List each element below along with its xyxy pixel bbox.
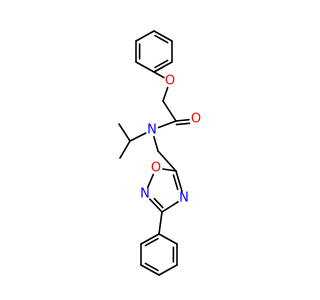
bond-carbonyl-c-carbonyl-o-second — [175, 122, 191, 126]
bond-ring1-c6-ring1-c1-inner — [154, 34, 169, 44]
atom-oxadiazole-n2: N — [140, 187, 150, 202]
bond-ring1-c1-ring1-c2 — [135, 30, 155, 42]
atom-label-oxadiazole-o1: O — [151, 161, 161, 176]
bond-isopropyl-ch-isopropyl-me1 — [119, 140, 131, 159]
bond-ring2-c3-ring2-c4 — [140, 264, 160, 276]
bond-oxadiazole-n2-oxadiazole-c3 — [149, 198, 163, 213]
bond-ring2-c1-ring2-c2-inner — [144, 237, 159, 247]
bond-amide-n-isopropyl-ch — [129, 132, 147, 142]
atom-oxadiazole-n4: N — [179, 191, 189, 206]
atom-label-amide-n: N — [147, 123, 157, 138]
bond-oxadiazole-n2-oxadiazole-c3-inner — [153, 197, 164, 209]
bond-ring2-c1-ring2-c2 — [140, 233, 160, 245]
bond-isopropyl-ch-isopropyl-me2 — [118, 123, 131, 142]
bond-ring1-c3-ring1-c4 — [135, 61, 155, 73]
bond-ring1-c4-ring1-c5 — [153, 61, 173, 73]
bond-ring2-c6-ring2-c1 — [158, 233, 178, 245]
bond-amide-n-linker-ch2 — [153, 135, 159, 152]
atom-label-carbonyl-o: O — [191, 112, 201, 127]
bond-carbonyl-c-amide-n — [157, 120, 177, 129]
bond-oxadiazole-c5-oxadiazole-o1 — [162, 168, 177, 172]
bond-ring1-c4-ether-o — [153, 71, 165, 79]
atom-amide-n: N — [147, 123, 157, 138]
bond-ether-o-ch2 — [162, 86, 169, 102]
atom-carbonyl-o: O — [191, 112, 201, 127]
bond-linker-ch2-oxadiazole-c5 — [157, 150, 177, 172]
bond-oxadiazole-n4-oxadiazole-c5 — [175, 170, 183, 193]
diagram-background — [0, 0, 300, 300]
bond-ch2-carbonyl-c — [162, 100, 177, 122]
bond-ring1-c6-ring1-c1 — [153, 30, 173, 42]
atom-ether-o: O — [165, 74, 175, 89]
bond-ring1-c4-ring1-c5-inner — [154, 59, 169, 69]
atom-oxadiazole-o1: O — [151, 161, 161, 176]
bond-oxadiazole-c3-oxadiazole-n4 — [161, 201, 179, 213]
atom-label-oxadiazole-n2: N — [140, 187, 150, 202]
bond-oxadiazole-o1-oxadiazole-n2 — [146, 173, 155, 189]
bond-oxadiazole-c3-ring2-c1 — [158, 211, 163, 235]
bond-carbonyl-c-carbonyl-o — [175, 118, 190, 122]
atom-label-ether-o: O — [165, 74, 175, 89]
atom-label-oxadiazole-n4: N — [179, 191, 189, 206]
bond-ring2-c4-ring2-c5 — [158, 264, 178, 276]
bond-ring2-c3-ring2-c4-inner — [144, 262, 159, 272]
bonds-layer — [118, 30, 191, 276]
bond-oxadiazole-n4-oxadiazole-c5-inner — [172, 174, 179, 191]
